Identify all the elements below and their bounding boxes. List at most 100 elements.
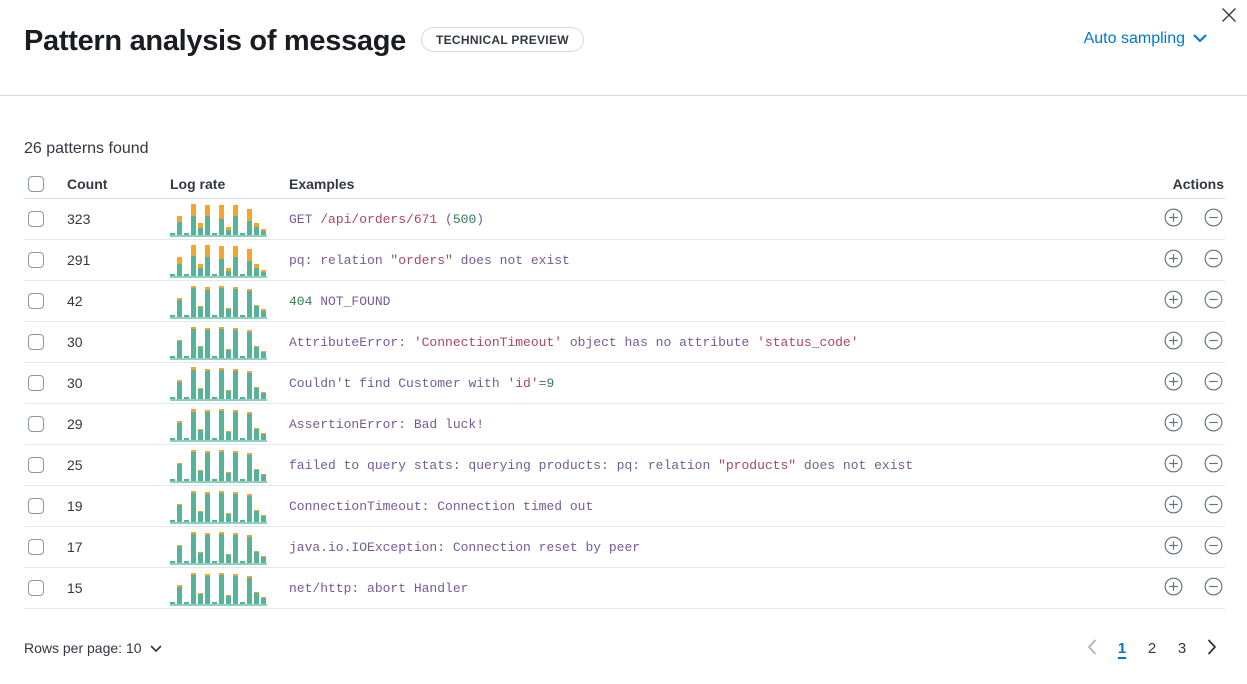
sparkline-bar — [233, 369, 238, 399]
sparkline-bar — [247, 453, 252, 481]
filter-out-pattern-button[interactable] — [1203, 413, 1224, 435]
count-value: 291 — [67, 252, 91, 268]
page-button-1[interactable]: 1 — [1109, 635, 1135, 661]
row-checkbox[interactable] — [28, 416, 44, 432]
filter-for-pattern-button[interactable] — [1163, 290, 1184, 312]
sparkline-bar — [240, 602, 245, 604]
plus-in-circle-icon — [1164, 208, 1183, 230]
example-token: = — [538, 375, 547, 391]
example-token: 'id' — [507, 375, 539, 391]
sparkline-bar — [233, 410, 238, 440]
row-checkbox[interactable] — [28, 211, 44, 227]
filter-out-pattern-button[interactable] — [1203, 290, 1224, 312]
filter-for-pattern-button[interactable] — [1163, 495, 1184, 517]
sparkline-bar — [177, 257, 182, 276]
sparkline-bar — [177, 298, 182, 317]
sparkline-bar — [247, 494, 252, 522]
filter-for-pattern-button[interactable] — [1163, 454, 1184, 476]
sparkline-bar — [219, 573, 224, 604]
count-value: 30 — [67, 334, 83, 350]
log-rate-sparkline — [170, 447, 267, 483]
next-page-button[interactable] — [1199, 635, 1225, 661]
filter-out-pattern-button[interactable] — [1203, 454, 1224, 476]
sparkline-bar — [191, 286, 196, 317]
column-header-count: Count — [67, 176, 108, 192]
rows-per-page-button[interactable]: Rows per page: 10 — [24, 640, 162, 656]
sparkline-bar — [184, 479, 189, 481]
filter-for-pattern-button[interactable] — [1163, 372, 1184, 394]
sparkline-bar — [226, 349, 231, 358]
example-token: 'status_code' — [757, 334, 859, 350]
sparkline-bar — [226, 554, 231, 563]
sparkline-bar — [212, 520, 217, 522]
sparkline-baseline — [170, 604, 267, 606]
sparkline-bar — [240, 561, 245, 563]
row-checkbox[interactable] — [28, 334, 44, 350]
filter-for-pattern-button[interactable] — [1163, 536, 1184, 558]
filter-out-pattern-button[interactable] — [1203, 249, 1224, 271]
sparkline-bar — [219, 450, 224, 481]
close-button[interactable] — [1216, 3, 1242, 29]
sparkline-bar — [212, 233, 217, 235]
sparkline-baseline — [170, 317, 267, 319]
sparkline-bar — [170, 397, 175, 399]
sparkline-bar — [205, 574, 210, 604]
sparkline-bar — [198, 593, 203, 604]
sparkline-baseline — [170, 276, 267, 278]
sparkline-bar — [226, 390, 231, 399]
sparkline-bar — [261, 474, 266, 481]
filter-for-pattern-button[interactable] — [1163, 208, 1184, 230]
sparkline-bar — [261, 597, 266, 604]
example-token: NOT_FOUND — [312, 293, 391, 309]
row-checkbox[interactable] — [28, 457, 44, 473]
example-token: does not exist — [796, 457, 914, 473]
sparkline-bar — [170, 315, 175, 317]
filter-for-pattern-button[interactable] — [1163, 331, 1184, 353]
filter-out-pattern-button[interactable] — [1203, 331, 1224, 353]
sparkline-bar — [254, 305, 259, 317]
sparkline-bar — [184, 315, 189, 317]
filter-out-pattern-button[interactable] — [1203, 536, 1224, 558]
filter-out-pattern-button[interactable] — [1203, 208, 1224, 230]
select-all-checkbox[interactable] — [28, 176, 44, 192]
sampling-menu-button[interactable]: Auto sampling — [1084, 30, 1207, 48]
page-button-3[interactable]: 3 — [1169, 635, 1195, 661]
row-checkbox[interactable] — [28, 293, 44, 309]
sparkline-bar — [240, 233, 245, 235]
previous-page-button[interactable] — [1079, 635, 1105, 661]
sparkline-bar — [226, 595, 231, 604]
example-text: AttributeError: 'ConnectionTimeout' obje… — [287, 335, 1133, 350]
plus-in-circle-icon — [1164, 331, 1183, 353]
row-checkbox[interactable] — [28, 498, 44, 514]
sparkline-bar — [191, 573, 196, 604]
filter-for-pattern-button[interactable] — [1163, 249, 1184, 271]
sparkline-bar — [254, 510, 259, 522]
sparkline-bar — [205, 492, 210, 522]
sparkline-bar — [212, 356, 217, 358]
sparkline-bar — [240, 274, 245, 276]
filter-for-pattern-button[interactable] — [1163, 577, 1184, 599]
row-checkbox[interactable] — [28, 375, 44, 391]
sparkline-bar — [191, 245, 196, 276]
filter-out-pattern-button[interactable] — [1203, 495, 1224, 517]
sparkline-bar — [205, 369, 210, 399]
filter-out-pattern-button[interactable] — [1203, 577, 1224, 599]
count-value: 25 — [67, 457, 83, 473]
filter-out-pattern-button[interactable] — [1203, 372, 1224, 394]
sparkline-bar — [170, 479, 175, 481]
sparkline-bar — [226, 513, 231, 522]
sparkline-bar — [219, 246, 224, 276]
row-checkbox[interactable] — [28, 580, 44, 596]
filter-for-pattern-button[interactable] — [1163, 413, 1184, 435]
plus-in-circle-icon — [1164, 290, 1183, 312]
row-checkbox[interactable] — [28, 252, 44, 268]
example-token: net/http: abort Handler — [289, 580, 469, 596]
sampling-label: Auto sampling — [1083, 30, 1185, 47]
page-button-2[interactable]: 2 — [1139, 635, 1165, 661]
row-checkbox[interactable] — [28, 539, 44, 555]
